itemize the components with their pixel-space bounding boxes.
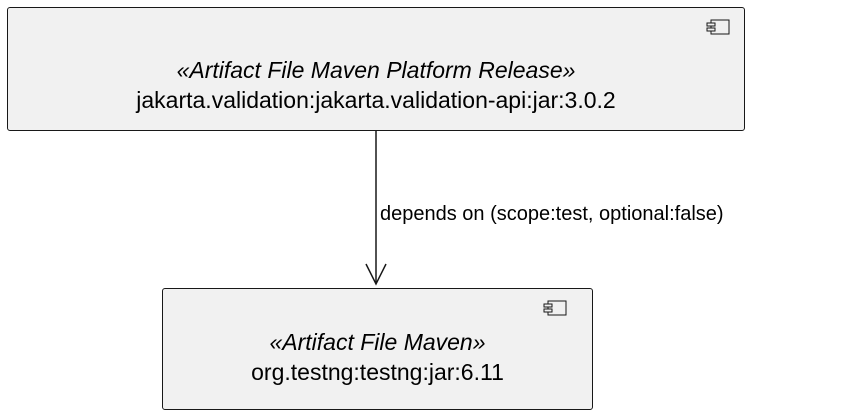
node-stereotype: «Artifact File Maven» [269,329,486,355]
node-name: org.testng:testng:jar:6.11 [251,359,504,385]
dependency-arrowhead [365,263,387,286]
component-icon [543,300,567,316]
node-name: jakarta.validation:jakarta.validation-ap… [136,87,616,113]
dependency-edge-label: depends on (scope:test, optional:false) [380,203,724,225]
component-icon [706,19,730,35]
artifact-node-jakarta-validation[interactable]: «Artifact File Maven Platform Release» j… [7,7,745,131]
node-stereotype: «Artifact File Maven Platform Release» [176,57,576,83]
artifact-node-testng[interactable]: «Artifact File Maven» org.testng:testng:… [162,288,593,410]
